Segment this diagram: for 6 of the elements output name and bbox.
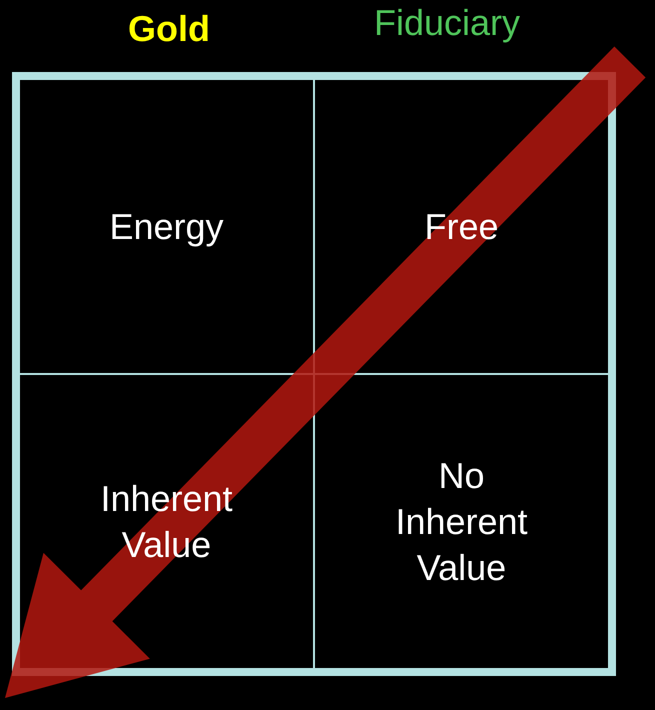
matrix-cell — [314, 374, 609, 669]
cell-label: No Inherent Value — [394, 454, 529, 590]
cell-label: Energy — [108, 204, 225, 248]
column-heading: Gold — [128, 8, 210, 50]
column-heading: Fiduciary — [374, 2, 520, 44]
matrix-cell — [19, 79, 314, 374]
